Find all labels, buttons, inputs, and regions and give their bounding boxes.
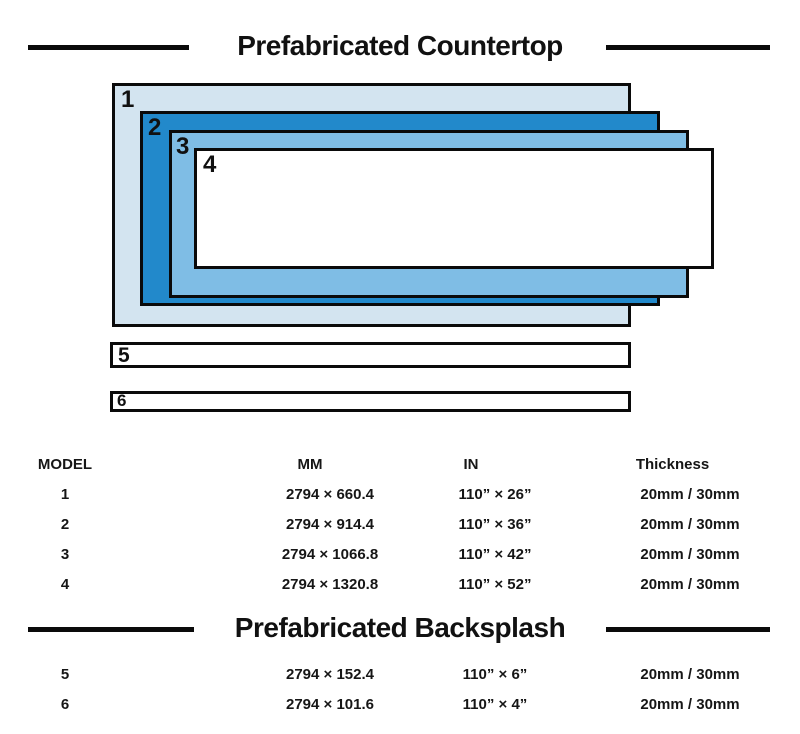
size-6-label: 6 xyxy=(117,391,127,410)
in-cell: 110” × 52” xyxy=(458,576,532,593)
thickness-cell: 20mm / 30mm xyxy=(640,486,740,503)
in-cell: 110” × 26” xyxy=(458,486,532,503)
backsplash-size-6-rect xyxy=(110,391,631,412)
size-3-label: 3 xyxy=(176,133,190,160)
header-in: IN xyxy=(463,456,479,473)
in-cell: 110” × 6” xyxy=(462,666,528,683)
backsplash-heading-rule-right xyxy=(606,627,770,632)
size-1-label: 1 xyxy=(121,86,135,113)
header-model: MODEL xyxy=(37,456,93,473)
mm-cell: 2794 × 1320.8 xyxy=(281,576,379,593)
spec-table-header: MODEL MM IN Thickness xyxy=(0,456,800,476)
spec-row-4: 4 2794 × 1320.8 110” × 52” 20mm / 30mm xyxy=(0,576,800,596)
mm-cell: 2794 × 152.4 xyxy=(285,666,374,683)
thickness-cell: 20mm / 30mm xyxy=(640,546,740,563)
size-4-label: 4 xyxy=(203,151,217,178)
thickness-cell: 20mm / 30mm xyxy=(640,696,740,713)
thickness-cell: 20mm / 30mm xyxy=(640,666,740,683)
model-cell: 6 xyxy=(60,696,70,713)
countertop-size-4-rect xyxy=(194,148,714,269)
spec-row-1: 1 2794 × 660.4 110” × 26” 20mm / 30mm xyxy=(0,486,800,506)
mm-cell: 2794 × 660.4 xyxy=(285,486,374,503)
thickness-cell: 20mm / 30mm xyxy=(640,516,740,533)
countertop-heading-rule-left xyxy=(28,45,189,50)
header-mm: MM xyxy=(297,456,323,473)
backsplash-heading-rule-left xyxy=(28,627,194,632)
in-cell: 110” × 4” xyxy=(462,696,528,713)
size-5-label: 5 xyxy=(118,344,130,367)
mm-cell: 2794 × 101.6 xyxy=(285,696,374,713)
mm-cell: 2794 × 1066.8 xyxy=(281,546,379,563)
thickness-cell: 20mm / 30mm xyxy=(640,576,740,593)
in-cell: 110” × 36” xyxy=(458,516,532,533)
backsplash-size-5-rect xyxy=(110,342,631,368)
backsplash-heading: Prefabricated Backsplash xyxy=(234,612,566,643)
spec-row-6: 6 2794 × 101.6 110” × 4” 20mm / 30mm xyxy=(0,696,800,716)
countertop-heading: Prefabricated Countertop xyxy=(237,30,563,61)
countertop-heading-rule-right xyxy=(606,45,770,50)
spec-row-2: 2 2794 × 914.4 110” × 36” 20mm / 30mm xyxy=(0,516,800,536)
model-cell: 5 xyxy=(60,666,70,683)
model-cell: 3 xyxy=(60,546,70,563)
model-cell: 1 xyxy=(60,486,70,503)
spec-row-3: 3 2794 × 1066.8 110” × 42” 20mm / 30mm xyxy=(0,546,800,566)
mm-cell: 2794 × 914.4 xyxy=(285,516,374,533)
model-cell: 4 xyxy=(60,576,70,593)
in-cell: 110” × 42” xyxy=(458,546,532,563)
header-thickness: Thickness xyxy=(635,456,710,473)
model-cell: 2 xyxy=(60,516,70,533)
size-2-label: 2 xyxy=(148,114,162,141)
spec-row-5: 5 2794 × 152.4 110” × 6” 20mm / 30mm xyxy=(0,666,800,686)
